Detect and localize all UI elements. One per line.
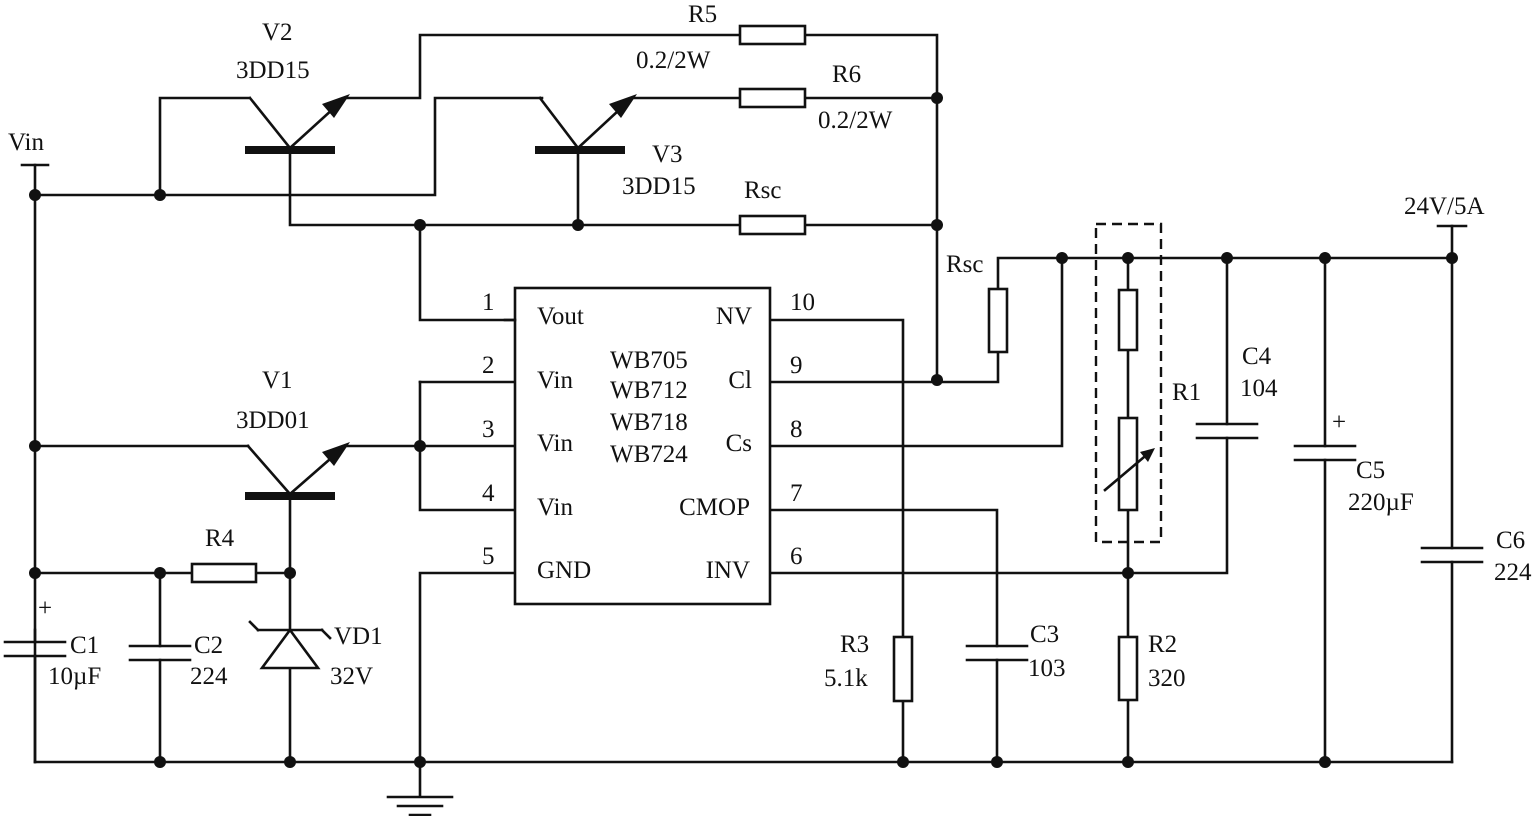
- ic-pin6-name: INV: [706, 557, 750, 584]
- r3-ref: R3: [840, 631, 869, 658]
- rsc-side-ref: Rsc: [946, 251, 984, 278]
- ic-pin9-number: 9: [790, 352, 803, 379]
- resistor-rsc-top: [738, 214, 807, 236]
- c1-value: 10µF: [48, 663, 101, 690]
- vd1-value: 32V: [330, 663, 373, 690]
- capacitor-c4: [1195, 422, 1259, 440]
- c3-ref: C3: [1030, 621, 1059, 648]
- zener-diode-vd1: [248, 620, 332, 670]
- ic-part-number: WB718: [610, 409, 688, 436]
- ic-pin6-number: 6: [790, 543, 803, 570]
- ic-pin10-number: 10: [790, 289, 815, 316]
- c2-ref: C2: [194, 632, 223, 659]
- arrow-icon: [609, 94, 637, 118]
- v3-value: 3DD15: [622, 173, 696, 200]
- ic-pin2-name: Vin: [537, 367, 573, 394]
- c1-ref: C1: [70, 632, 99, 659]
- r6-value: 0.2/2W: [818, 107, 893, 134]
- wires: [20, 33, 1468, 816]
- r3-value: 5.1k: [824, 665, 868, 692]
- ic-part-number: WB712: [610, 377, 688, 404]
- r5-value: 0.2/2W: [636, 47, 711, 74]
- c2-value: 224: [190, 663, 228, 690]
- v1-value: 3DD01: [236, 407, 310, 434]
- transistor-v1: [245, 442, 350, 500]
- r6-ref: R6: [832, 61, 861, 88]
- resistor-rsc-side: [987, 287, 1009, 354]
- ic-pin5-name: GND: [537, 557, 591, 584]
- capacitor-c1: [3, 640, 67, 764]
- resistor-r5: [738, 24, 807, 46]
- capacitor-c2: [128, 644, 192, 662]
- junction-dots: [29, 92, 1458, 768]
- v2-ref: V2: [262, 19, 293, 46]
- ic-pin10-name: NV: [716, 303, 752, 330]
- transistor-v2: [245, 94, 350, 154]
- resistor-r1-adjustable: [1103, 416, 1155, 512]
- ic-body: [513, 286, 772, 606]
- ic-pin4-number: 4: [482, 480, 495, 507]
- ic-pin8-number: 8: [790, 416, 803, 443]
- ic-pin7-number: 7: [790, 480, 803, 507]
- capacitor-c5: [1293, 444, 1357, 462]
- resistor-r2: [1117, 635, 1139, 702]
- rsc-top-ref: Rsc: [744, 177, 782, 204]
- c4-value: 104: [1240, 375, 1278, 402]
- ic-pin3-name: Vin: [537, 430, 573, 457]
- c6-value: 224: [1494, 559, 1532, 586]
- r2-ref: R2: [1148, 631, 1177, 658]
- resistor-r3: [892, 635, 914, 703]
- c5-polarity: +: [1332, 409, 1346, 436]
- r2-value: 320: [1148, 665, 1186, 692]
- r1-ref: R1: [1172, 379, 1201, 406]
- arrow-icon: [1140, 448, 1155, 462]
- capacitor-c6: [1420, 546, 1484, 564]
- c4-ref: C4: [1242, 343, 1272, 370]
- transistor-v3: [535, 94, 637, 154]
- input-terminal-label: Vin: [8, 129, 44, 156]
- output-terminal-label: 24V/5A: [1404, 193, 1485, 220]
- r5-ref: R5: [688, 1, 717, 28]
- v1-ref: V1: [262, 367, 293, 394]
- ic-pin1-number: 1: [482, 289, 495, 316]
- c6-ref: C6: [1496, 527, 1525, 554]
- c5-ref: C5: [1356, 457, 1385, 484]
- resistors: [190, 24, 1163, 703]
- r1-dashed-enclosure: [1094, 222, 1163, 544]
- ic-pin2-number: 2: [482, 352, 495, 379]
- r4-ref: R4: [205, 525, 235, 552]
- capacitor-c3: [965, 644, 1029, 662]
- c3-value: 103: [1028, 655, 1066, 682]
- ic-pin1-name: Vout: [537, 303, 584, 330]
- resistor-r1-fixed: [1117, 288, 1139, 352]
- capacitors: [3, 422, 1484, 764]
- v2-value: 3DD15: [236, 57, 310, 84]
- ic-pin9-name: Cl: [728, 367, 752, 394]
- ic-pin4-name: Vin: [537, 494, 573, 521]
- c5-value: 220µF: [1348, 489, 1414, 516]
- v3-ref: V3: [652, 141, 683, 168]
- ic-part-number: WB705: [610, 347, 688, 374]
- resistor-r4: [190, 562, 258, 584]
- ic-pin7-name: CMOP: [679, 494, 750, 521]
- c1-polarity: +: [38, 595, 52, 622]
- ic-pin5-number: 5: [482, 543, 495, 570]
- resistor-r6: [738, 87, 807, 109]
- ic-part-number: WB724: [610, 441, 688, 468]
- ic-pin3-number: 3: [482, 416, 495, 443]
- ic-pin8-name: Cs: [726, 430, 752, 457]
- arrow-icon: [322, 442, 350, 466]
- arrow-icon: [322, 94, 350, 118]
- vd1-ref: VD1: [334, 623, 383, 650]
